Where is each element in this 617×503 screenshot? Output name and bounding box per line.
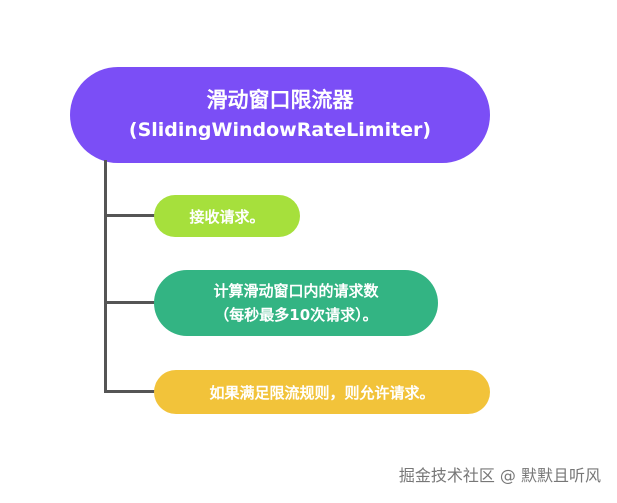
step-1-text: 接收请求。	[189, 207, 265, 226]
step-node-allow: 如果满足限流规则，则允许请求。	[154, 370, 490, 414]
root-node: 滑动窗口限流器 (SlidingWindowRateLimiter)	[70, 67, 490, 163]
step-2-text-line1: 计算滑动窗口内的请求数	[213, 282, 379, 300]
root-subtitle: (SlidingWindowRateLimiter)	[128, 119, 432, 141]
step-node-receive: 接收请求。	[154, 195, 300, 237]
connector-vertical	[104, 160, 107, 393]
step-node-count: 计算滑动窗口内的请求数 （每秒最多10次请求）。	[154, 270, 438, 336]
connector-step-3	[104, 390, 156, 393]
connector-step-2	[104, 301, 156, 304]
step-3-text: 如果满足限流规则，则允许请求。	[209, 383, 435, 402]
step-2-text-line2: （每秒最多10次请求）。	[214, 306, 378, 324]
root-title: 滑动窗口限流器	[206, 88, 354, 112]
connector-step-1	[104, 214, 156, 217]
watermark: 掘金技术社区 @ 默默且听风	[398, 466, 601, 485]
